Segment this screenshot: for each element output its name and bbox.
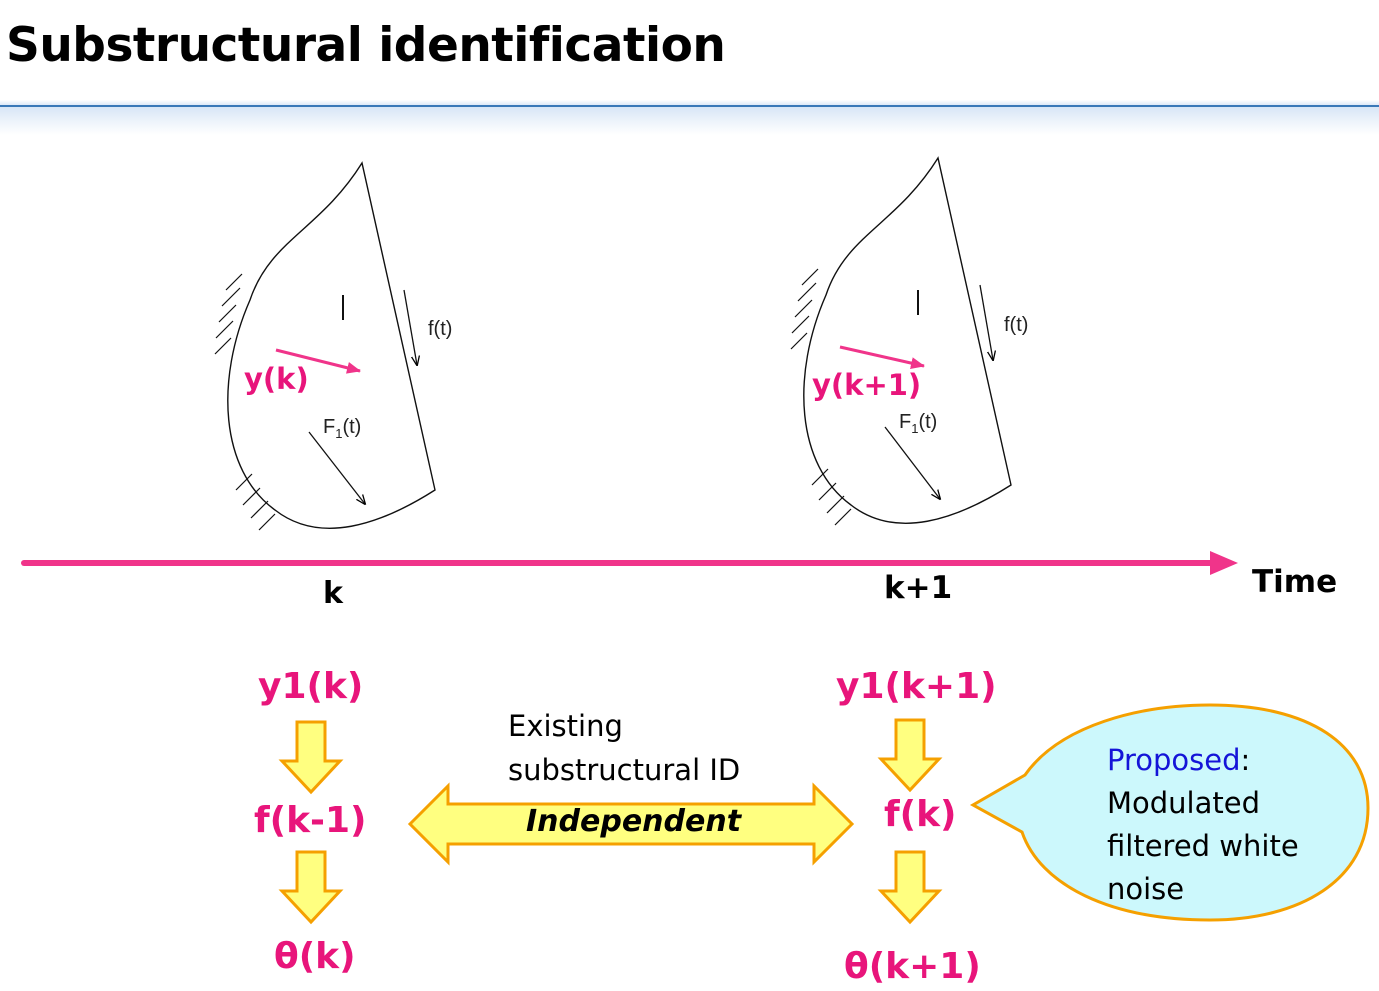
timeline (21, 551, 1238, 575)
fixed-support-top (790, 268, 819, 350)
down-arrow (877, 718, 943, 793)
force-label: f(t) (1004, 314, 1029, 336)
load-arrow (308, 431, 365, 504)
tick-k: k (323, 576, 343, 611)
response-label: y(k) (244, 362, 309, 396)
left-input: f(k-1) (254, 800, 367, 841)
down-arrow (877, 850, 943, 925)
independent-double-arrow (407, 782, 855, 866)
left-output: y1(k) (258, 666, 364, 707)
right-output: y1(k+1) (836, 666, 997, 707)
slide-title: Substructural identification (6, 18, 726, 73)
down-arrow (278, 850, 344, 925)
response-label: y(k+1) (812, 368, 922, 402)
fixed-support-bottom (811, 468, 852, 526)
load-label: F1(t) (899, 411, 938, 436)
force-arrow (979, 284, 993, 360)
flow-arrows (278, 718, 943, 925)
time-axis-arrowhead (1210, 551, 1238, 575)
proposed-label: Proposed (1107, 743, 1241, 777)
callout-text: Proposed: Modulated filtered white noise (1107, 743, 1299, 906)
response-arrow (839, 345, 925, 369)
right-parameters: θ(k+1) (844, 946, 981, 987)
substructure-outline (227, 161, 436, 529)
substructure-k (214, 161, 436, 531)
fixed-support-bottom (235, 473, 276, 531)
load-arrow (884, 426, 940, 499)
tick-k-plus-1: k+1 (884, 570, 953, 606)
existing-label: Existing substructural ID (508, 709, 741, 787)
title-bar (0, 0, 1379, 135)
substructure-outline (803, 156, 1012, 524)
independent-label: Independent (526, 804, 742, 839)
time-axis-label: Time (1252, 564, 1338, 600)
title-rule (0, 105, 1379, 107)
load-label: F1(t) (323, 416, 362, 441)
callout-bubble (969, 703, 1370, 922)
force-label: f(t) (428, 318, 453, 340)
substructure-k1 (790, 156, 1012, 526)
fixed-support-top (214, 273, 243, 355)
right-input: f(k) (884, 794, 957, 835)
left-parameters: θ(k) (274, 936, 356, 977)
force-arrow (403, 289, 417, 365)
response-arrow (275, 348, 361, 374)
down-arrow (278, 720, 344, 795)
